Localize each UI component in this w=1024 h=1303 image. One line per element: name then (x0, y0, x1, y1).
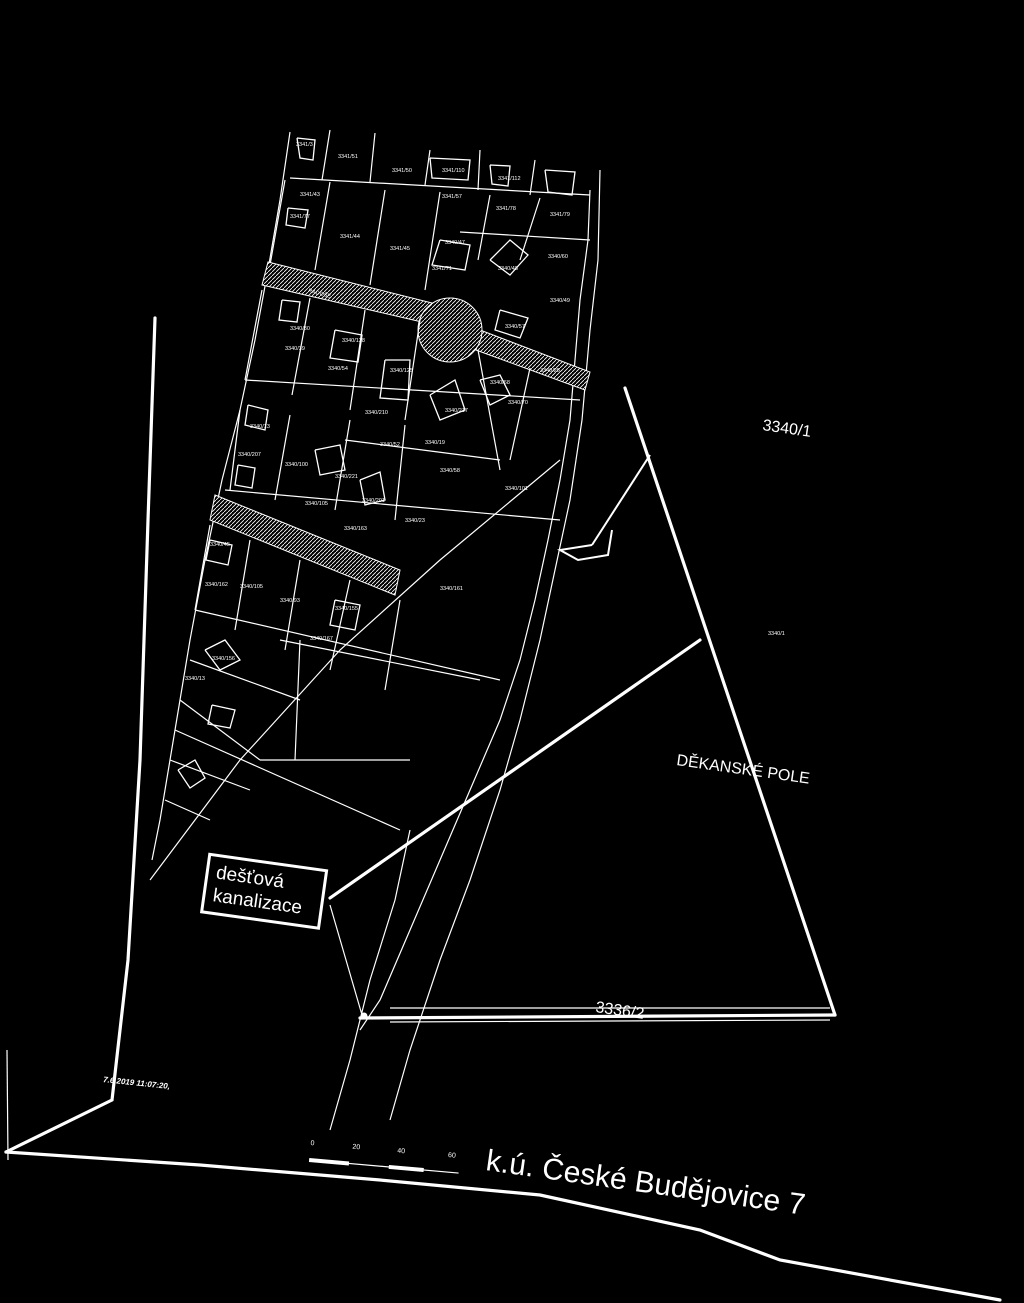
parcel-number: 3340/210 (365, 410, 388, 416)
parcel-number: 3340/207 (238, 452, 261, 458)
parcel-number: 3341/78 (496, 206, 516, 212)
parcel-number: 3340/39 (285, 346, 305, 352)
parcel-number: 3340/221 (335, 474, 358, 480)
parcel-number: 3341/110 (442, 168, 465, 174)
scale-tick: 20 (352, 1144, 360, 1152)
parcel-number: 3340/57 (505, 324, 525, 330)
parcel-number-labels: 3341/3 3341/51 3341/50 3341/110 3341/112… (185, 142, 570, 682)
parcel-label-bottom: 3336/2 (594, 999, 645, 1023)
parcel-number: 3340/25 (540, 368, 560, 374)
cadastral-area-label: k.ú. České Budějovice 7 (484, 1143, 807, 1221)
scale-bar: 0 20 40 60 (308, 1140, 459, 1174)
parcel-number: 3340/48 (498, 266, 518, 272)
parcel-number: 3341/71 (432, 266, 452, 272)
area-name-label: DĚKANSKÉ POLE (675, 750, 811, 788)
parcel-number: 3340/45 (210, 542, 230, 548)
parcel-number: 3340/163 (344, 526, 367, 532)
parcel-number: 3340/105 (240, 584, 263, 590)
scale-tick: 0 (310, 1140, 315, 1147)
parcel-number: 3340/217 (445, 408, 468, 414)
parcel-number: 3341/51 (338, 154, 358, 160)
parcel-number: 3340/68 (490, 380, 510, 386)
parcel-number: 3340/161 (440, 586, 463, 592)
sheet-border (4, 316, 1002, 1302)
parcel-number: 3341/44 (340, 234, 360, 240)
parcel-number: 3340/54 (328, 366, 348, 372)
parcel-label-main-small: 3340/1 (768, 631, 785, 637)
parcel-number: 3340/23 (405, 518, 425, 524)
parcel-number: 3340/105 (305, 501, 328, 507)
parcel-number: 3340/201 (362, 498, 385, 504)
parcel-number: 3340/30 (290, 326, 310, 332)
parcel-number: 3340/101 (505, 486, 528, 492)
parcel-number: 3340/19 (425, 440, 445, 446)
scale-tick: 60 (448, 1152, 456, 1160)
parcel-number: 3341/57 (442, 194, 462, 200)
parcel-number: 3340/13 (250, 424, 270, 430)
buildings (177, 137, 576, 789)
parcel-number: 3340/93 (280, 598, 300, 604)
rain-sewer-line (328, 638, 702, 1020)
parcel-grid (149, 129, 601, 1131)
parcel-number: 3340/162 (205, 582, 228, 588)
parcel-label-main: 3340/1 (761, 417, 812, 441)
parcel-number: 3341/3 (296, 142, 313, 148)
parcel-number: 3341/43 (300, 192, 320, 198)
parcel-number: 3340/60 (548, 254, 568, 260)
callout-box: dešťová kanalizace (199, 852, 329, 930)
parcel-number: 3340/13 (185, 676, 205, 682)
parcel-number: 3340/49 (550, 298, 570, 304)
parcel-number: 3340/156 (212, 656, 235, 662)
parcel-number: 3340/155 (335, 606, 358, 612)
parcel-number: 3340/100 (285, 462, 308, 468)
parcel-number: 3341/79 (550, 212, 570, 218)
parcel-3340-1-boundary (358, 386, 837, 1023)
parcel-number: 3341/112 (498, 176, 521, 182)
parcel-number: 3340/52 (380, 442, 400, 448)
parcel-number: 3340/70 (508, 400, 528, 406)
parcel-number: 3340/125 (390, 368, 413, 374)
parcel-number: 3341/45 (390, 246, 410, 252)
parcel-number: 3340/128 (342, 338, 365, 344)
parcel-number: 3341/50 (392, 168, 412, 174)
parcel-number: 3341/77 (290, 214, 310, 220)
parcel-number: 3340/47 (445, 240, 465, 246)
parcel-number: 3340/58 (440, 468, 460, 474)
parcel-number: 3340/167 (310, 636, 333, 642)
scale-tick: 40 (397, 1148, 405, 1156)
